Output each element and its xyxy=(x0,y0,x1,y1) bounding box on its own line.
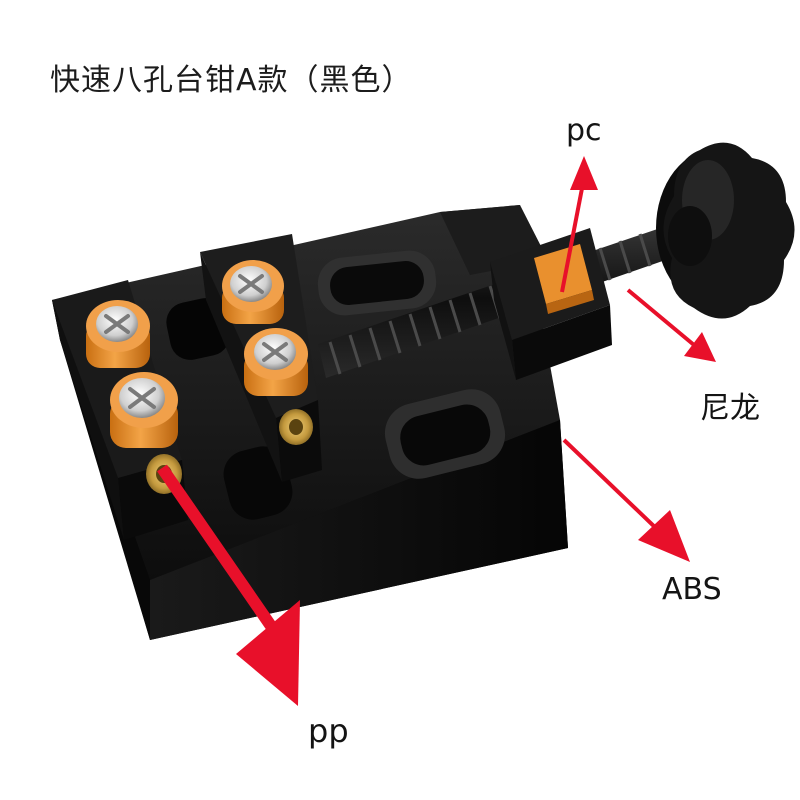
label-pp: pp xyxy=(308,712,349,750)
screw-cap-3 xyxy=(244,328,308,396)
screw-cap-4 xyxy=(110,372,178,448)
arrow-abs xyxy=(562,438,690,562)
label-pc: pc xyxy=(566,113,602,148)
arrow-pp xyxy=(157,464,300,706)
screw-cap-1 xyxy=(222,260,284,324)
star-knob xyxy=(656,142,795,319)
arrow-nylon xyxy=(626,288,716,362)
screw-cap-2 xyxy=(86,300,150,368)
base-slot-back xyxy=(317,250,437,316)
base-slot-front-right xyxy=(384,389,506,479)
label-nylon: 尼龙 xyxy=(700,391,760,426)
label-abs: ABS xyxy=(662,572,722,607)
brass-insert-center xyxy=(279,409,313,445)
product-title: 快速八孔台钳A款（黑色） xyxy=(50,63,413,98)
pc-pad xyxy=(534,244,594,314)
arrow-pc xyxy=(560,156,598,293)
